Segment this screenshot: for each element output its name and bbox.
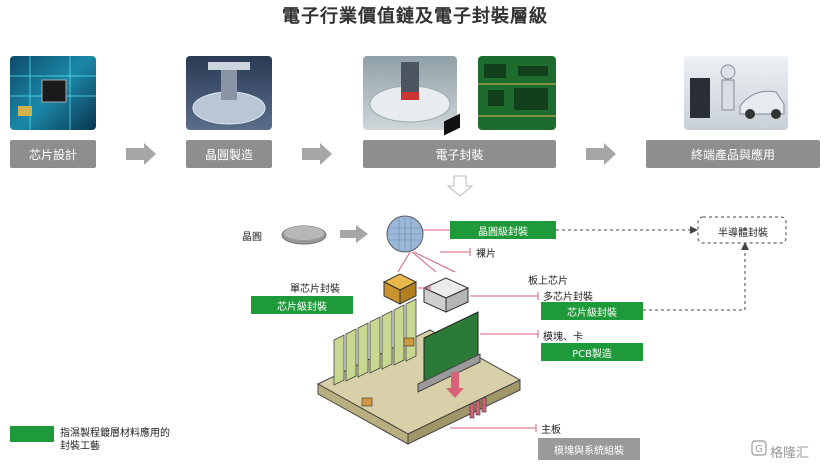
pcb-manufacturing-box: PCB製造: [541, 343, 643, 361]
single-chip-package-label: 單芯片封裝: [290, 284, 340, 295]
legend-swatch: [10, 426, 54, 442]
chip-on-board-label: 板上芯片: [528, 276, 568, 287]
stage-wafer-fab: 晶圓製造: [186, 140, 272, 168]
stage-chip-design: 芯片設計: [10, 140, 96, 168]
svg-text:G: G: [755, 444, 763, 455]
motherboard-label: 主板: [541, 425, 561, 436]
chip-level-packaging-box-right: 芯片級封裝: [541, 302, 643, 320]
chip-level-packaging-box-left: 芯片級封裝: [251, 296, 353, 314]
pcb-photo: [478, 56, 556, 130]
flow-arrows: [126, 143, 616, 165]
wafer-fab-photo: [186, 56, 272, 130]
watermark: 格隆汇: [770, 446, 810, 461]
module-card-label: 模塊、卡: [543, 332, 583, 343]
multi-chip-package-label: 多芯片封裝: [543, 292, 593, 303]
circuit-board-photo: [10, 56, 96, 130]
end-products-photo: [684, 56, 788, 130]
down-arrow-icon: [446, 175, 474, 197]
page-title: 電子行業價值鏈及電子封裝層級: [282, 6, 548, 27]
bare-die-label: 裸片: [476, 249, 496, 260]
legend-text-line2: 封裝工藝: [60, 441, 100, 452]
wafer-label: 晶圓: [242, 232, 262, 243]
stage-electronic-packaging: 電子封裝: [363, 140, 556, 168]
wafer-level-packaging-box: 晶圓級封裝: [450, 221, 556, 239]
packaging-machine-photo: [363, 56, 457, 130]
semiconductor-packaging-label: 半導體封裝: [718, 228, 768, 239]
module-system-assembly-box: 模塊與系統組裝: [538, 438, 640, 460]
stage-end-products: 終端產品與應用: [646, 140, 820, 168]
legend-text-line1: 指濕製程鍍層材料應用的: [60, 428, 170, 439]
